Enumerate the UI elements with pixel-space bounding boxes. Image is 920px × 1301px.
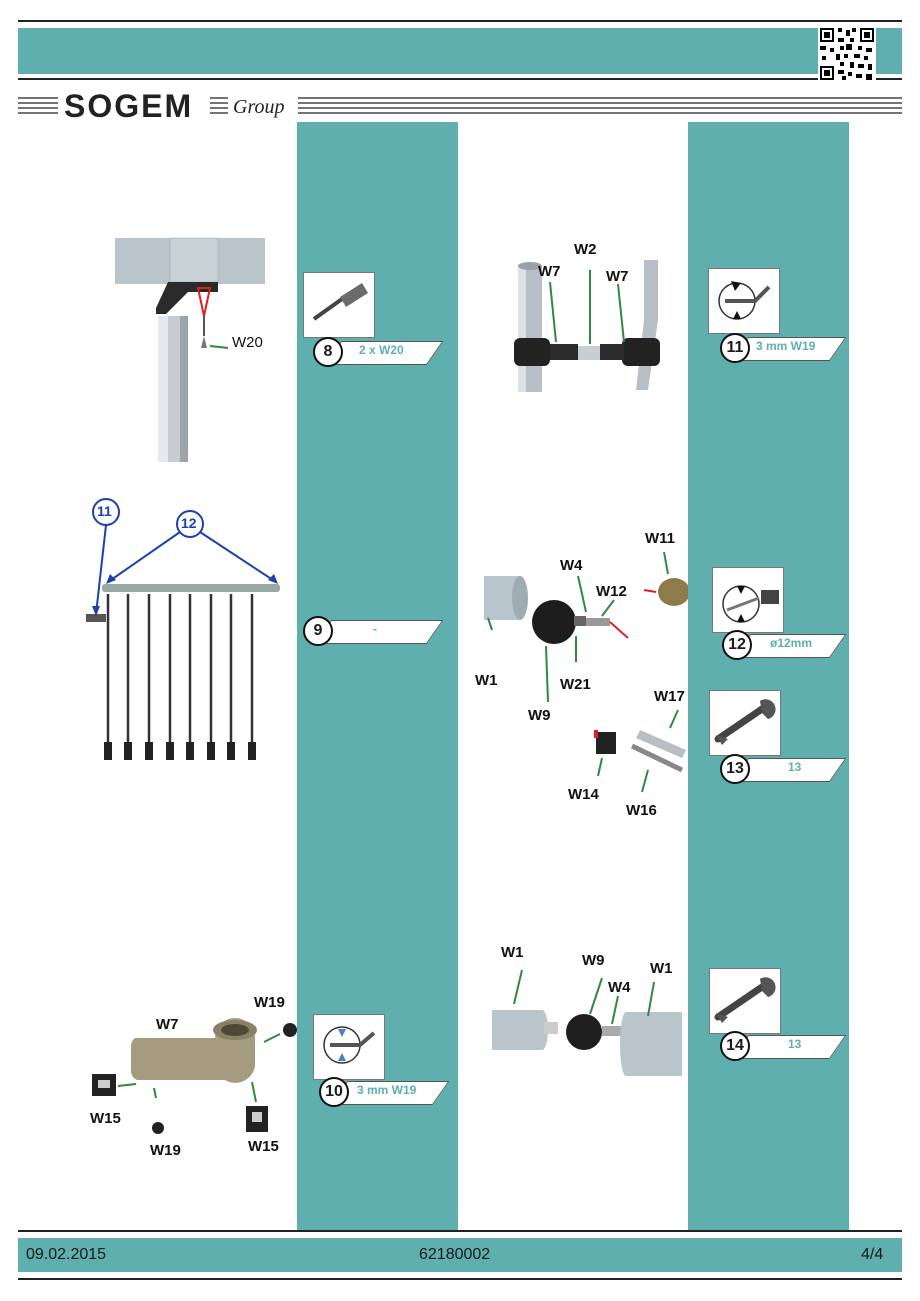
step14-tag: 14 13 (720, 1031, 847, 1061)
step9-number: 9 (303, 616, 333, 646)
callout-w7-left-step11: W7 (538, 263, 561, 280)
step8-number: 8 (313, 337, 343, 367)
qr-code-icon (818, 26, 876, 82)
callout-w15-right-step10: W15 (248, 1138, 279, 1155)
callout-w19-top-step10: W19 (254, 994, 285, 1011)
callout-w11: W11 (645, 530, 676, 547)
step9-illustration (86, 498, 280, 760)
step12-illustration (484, 551, 688, 703)
step12-tag: 12 ø12mm (722, 630, 847, 660)
step10-label: 3 mm W19 (357, 1083, 417, 1097)
step8-label: 2 x W20 (359, 343, 404, 357)
callout-w2: W2 (574, 241, 597, 258)
step11-label: 3 mm W19 (756, 339, 816, 353)
step9-label: - (373, 622, 377, 636)
step11-illustration (514, 260, 660, 392)
step14-illustration (492, 969, 682, 1076)
step11-tag: 11 3 mm W19 (720, 333, 847, 363)
logo-text: SOGEM (60, 88, 198, 125)
callout-w9-step12: W9 (528, 707, 551, 724)
callout-w9-step14: W9 (582, 952, 605, 969)
footer-date: 09.02.2015 (26, 1246, 107, 1263)
screwdriver-icon (303, 272, 375, 338)
step12-label: ø12mm (770, 636, 813, 650)
footer-top-rule (18, 1230, 902, 1232)
callout-11: 11 (97, 503, 112, 519)
logo-lines (18, 97, 902, 114)
step10-illustration (92, 1018, 297, 1134)
step8-illustration (115, 237, 265, 462)
callout-w1-step12: W1 (475, 672, 498, 689)
step10-number: 10 (319, 1077, 349, 1107)
footer-band (18, 1238, 902, 1272)
footer-bottom-rule (18, 1278, 902, 1280)
step14-number: 14 (720, 1031, 750, 1061)
header-top-rule (18, 20, 902, 22)
footer-code: 62180002 (419, 1246, 491, 1263)
header-band (18, 28, 902, 74)
step10-tag: 10 3 mm W19 (319, 1077, 450, 1107)
step9-tag: 9 - (303, 616, 444, 646)
step13-label: 13 (788, 760, 802, 774)
wrench-icon-step14 (709, 968, 781, 1034)
callout-w12: W12 (596, 583, 627, 600)
footer-page: 4/4 (861, 1246, 884, 1263)
callout-w16: W16 (626, 802, 657, 819)
step13-number: 13 (720, 754, 750, 784)
drill-icon (712, 567, 784, 633)
callout-w21: W21 (560, 676, 591, 693)
callout-w4-step12: W4 (560, 557, 583, 574)
callout-w17: W17 (654, 688, 685, 705)
callout-w20: W20 (232, 334, 263, 351)
callout-w7-right-step11: W7 (606, 268, 629, 285)
hex-key-icon-step11 (708, 268, 780, 334)
callout-w1-right-step14: W1 (650, 960, 673, 977)
callout-w15-left-step10: W15 (90, 1110, 121, 1127)
step12-number: 12 (722, 630, 752, 660)
callout-w4-step14: W4 (608, 979, 631, 996)
step14-label: 13 (788, 1037, 802, 1051)
callout-w14: W14 (568, 786, 599, 803)
header-bottom-rule (18, 78, 902, 80)
callout-12: 12 (181, 515, 197, 531)
step11-number: 11 (720, 333, 750, 363)
callout-w19-bottom-step10: W19 (150, 1142, 181, 1159)
callout-w1-left-step14: W1 (501, 944, 524, 961)
callout-w7-step10: W7 (156, 1016, 179, 1033)
logo-script: Group (230, 96, 288, 119)
step13-tag: 13 13 (720, 754, 847, 784)
hex-key-icon-step10 (313, 1014, 385, 1080)
wrench-icon-step13 (709, 690, 781, 756)
step8-tag: 8 2 x W20 (313, 337, 444, 367)
step13-illustration (594, 709, 686, 793)
